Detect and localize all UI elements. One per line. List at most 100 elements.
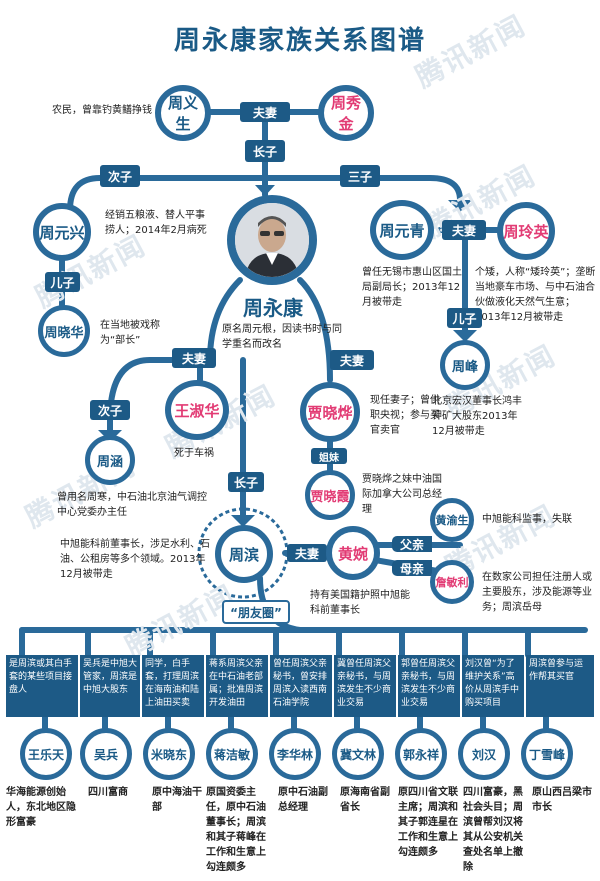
person-note: 贾晓烨之妹中油国际加拿大公司总经理 [362, 474, 442, 515]
person-name: 贾晓霞 [310, 489, 350, 505]
person-huang-yusheng: 黄渝生 [430, 498, 474, 542]
friend-desc: 同学，白手套，打理周滨在海南油和陆上油田买卖 [142, 655, 204, 717]
person-name: 周玲英 [503, 222, 549, 241]
person-name: 李华林 [276, 747, 313, 762]
friends-circle-label: “朋友圈” [222, 600, 290, 624]
person-name: 刘汉 [471, 747, 496, 762]
friend-wang-letian: 王乐天 [20, 728, 72, 780]
friend-desc: 刘汉曾“为了维护关系”高价从周滨手中购买项目 [462, 655, 524, 717]
relation-spouse: 夫妻 [172, 348, 216, 368]
person-note: 曾任无锡市惠山区国土局副局长；2013年12月被带走 [362, 267, 462, 308]
person-note: 个矮，人称“矮玲英”；垄断当地豪车市场、与中石油合伙做液化天然气生意；2013年… [475, 267, 596, 323]
relation-spouse: 夫妻 [330, 350, 374, 370]
person-note: 在数家公司担任注册人或主要股东，涉及能源等业务；周滨岳母 [482, 572, 592, 613]
person-zhan-minli: 詹敏利 [430, 560, 474, 604]
person-name: 黄渝生 [435, 514, 469, 527]
person-note: 原名周元根，因读书时与同学重名而改名 [222, 324, 342, 350]
friend-bio: 原山西吕梁市市长 [532, 787, 592, 813]
friend-jiang-jiemin: 蒋洁敏 [206, 728, 258, 780]
friend-desc: 是周滨或其白手套的某些项目接盘人 [6, 655, 78, 717]
friend-desc: 蒋系周滨父亲在中石油老部属；批准周滨开发油田 [206, 655, 268, 717]
friend-li-hualin: 李华林 [269, 728, 321, 780]
person-note: 在当地被戏称为“部长” [100, 320, 160, 346]
person-note: 农民，曾靠钓黄鳝挣钱 [52, 105, 152, 116]
relation-first-son: 长子 [228, 472, 264, 492]
page-title: 周永康家族关系图谱 [173, 26, 426, 56]
person-zhou-yuanxing: 周元兴 [33, 203, 91, 261]
person-name: 王乐天 [27, 747, 64, 762]
person-note: 北京宏汉董事长鸿丰钾矿大股东2013年12月被带走 [432, 396, 522, 437]
person-zhou-yisheng: 周义生 [155, 85, 211, 141]
person-note: 中旭能科前董事长，涉足水利、石油、公租房等多个领域。2013年12月被带走 [60, 539, 210, 580]
person-name: 吴兵 [93, 747, 118, 762]
friend-mi-xiaodong: 米晓东 [143, 728, 195, 780]
relation-spouse: 夫妻 [287, 544, 327, 562]
person-name: 詹敏利 [435, 576, 469, 589]
person-note: 曾用名周寒，中石油北京油气调控中心党委办主任 [57, 492, 207, 518]
person-zhou-yuanqing: 周元青 [370, 200, 434, 260]
friend-bio: 原中海油干部 [152, 787, 202, 813]
friend-desc: 吴兵是中旭大管家，周滨是中旭大股东 [80, 655, 140, 717]
person-zhou-xiujin: 周秀金 [318, 85, 374, 141]
friend-wu-bing: 吴兵 [80, 728, 132, 780]
portrait-icon [235, 203, 309, 277]
friend-desc: 曾任周滨父亲秘书，曾安排周滨入读西南石油学院 [270, 655, 332, 717]
friend-bio: 四川富商 [88, 787, 128, 798]
person-note: 持有美国籍护照中旭能科前董事长 [310, 590, 410, 616]
relation-father: 父亲 [392, 536, 432, 552]
person-name: 周元兴 [39, 223, 85, 242]
person-zhou-feng: 周峰 [440, 340, 490, 390]
person-name: 周涵 [96, 454, 123, 470]
person-name: 周峰 [451, 359, 478, 375]
relation-second-son: 次子 [100, 165, 140, 187]
relation-sister: 姐妹 [311, 448, 347, 464]
person-huang-wan: 黄婉 [326, 526, 380, 580]
person-name: 冀文林 [339, 747, 376, 762]
person-name: 周元青 [379, 221, 425, 240]
friend-ding-xuefeng: 丁雪峰 [521, 728, 573, 780]
person-name: 黄婉 [337, 544, 368, 563]
person-name: 丁雪峰 [528, 747, 565, 762]
friend-bio: 原海南省副省长 [340, 787, 390, 813]
friend-bio: 原国资委主任，原中石油董事长；周滨和其子蒋峰在工作和生意上勾连颇多 [206, 787, 266, 873]
person-name: 郭永祥 [402, 747, 439, 762]
relation-second-son: 次子 [90, 400, 130, 420]
friend-bio: 华海能源创始人，东北地区隐形富豪 [6, 787, 76, 828]
person-name: 周秀金 [330, 94, 361, 133]
friend-liu-han: 刘汉 [458, 728, 510, 780]
person-zhou-yongkang: 周永康 [243, 296, 303, 320]
person-name: 贾晓烨 [307, 403, 353, 422]
person-name: 米晓东 [150, 747, 187, 762]
friend-bio: 原中石油副总经理 [278, 787, 328, 813]
friend-bio: 原四川省文联主席；周滨和其子郭连星在工作和生意上勾连颇多 [398, 787, 458, 858]
person-note: 经销五粮液、替人平事捞人；2014年2月病死 [105, 210, 207, 236]
friend-desc: 郭曾任周滨父亲秘书，与周滨发生不少商业交易 [398, 655, 460, 717]
person-note: 中旭能科监事，失联 [482, 514, 572, 525]
relation-third-son: 三子 [340, 165, 380, 187]
person-name: 周义生 [167, 94, 198, 133]
friend-desc: 周滨曾参与运作帮其买官 [526, 655, 594, 717]
person-jia-xiaoxia: 贾晓霞 [305, 470, 355, 520]
person-note: 现任妻子；曾供职央视；参与买官卖官 [370, 395, 440, 436]
friend-desc: 冀曾任周滨父亲秘书，与周滨发生不少商业交易 [334, 655, 396, 717]
person-name: 周滨 [228, 545, 259, 564]
friend-bio: 四川富豪，黑社会头目；周滨曾帮刘汉将其从公安机关查处名单上撤除 [463, 787, 523, 873]
person-name: 王淑华 [174, 401, 220, 420]
person-note: 死于车祸 [174, 448, 214, 459]
person-wang-shuhua: 王淑华 [165, 380, 229, 440]
relation-son: 儿子 [447, 308, 482, 328]
person-zhou-bin: 周滨 [215, 525, 273, 583]
person-zhou-lingying: 周玲英 [497, 202, 555, 260]
zhou-yongkang-portrait [227, 195, 317, 285]
person-name: 周晓华 [44, 325, 84, 341]
person-jia-xiaoye: 贾晓烨 [300, 382, 360, 442]
relation-mother: 母亲 [392, 560, 432, 576]
relation-spouse: 夫妻 [240, 102, 290, 122]
relation-spouse: 夫妻 [442, 220, 486, 240]
relation-son: 儿子 [45, 272, 80, 292]
person-zhou-han: 周涵 [85, 435, 135, 485]
friend-guo-yongxiang: 郭永祥 [395, 728, 447, 780]
person-zhou-xiaohua: 周晓华 [38, 305, 90, 357]
person-name: 蒋洁敏 [213, 747, 250, 762]
relation-first-son: 长子 [245, 140, 285, 162]
